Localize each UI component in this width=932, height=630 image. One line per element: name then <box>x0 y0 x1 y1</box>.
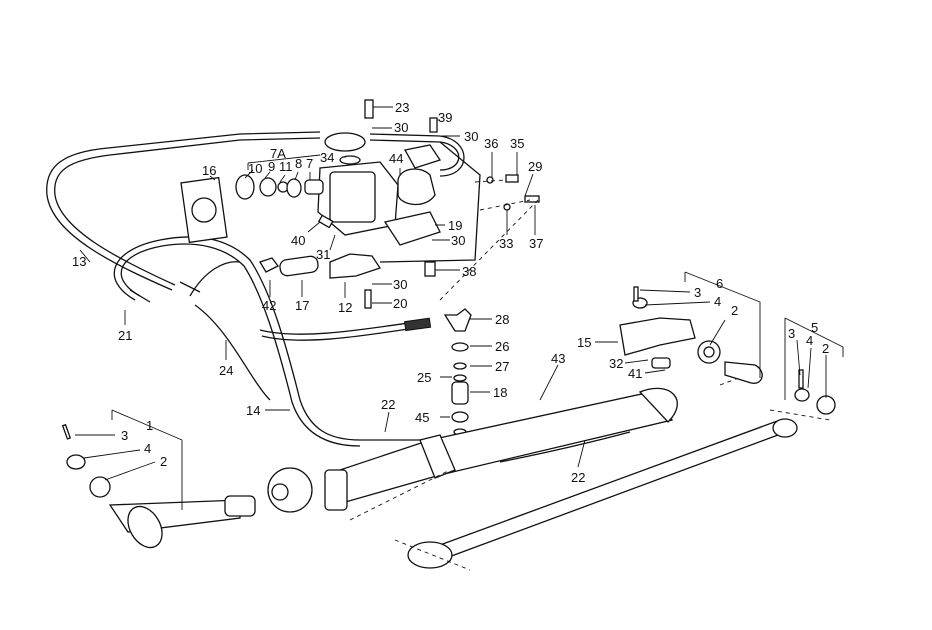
tie-rod <box>108 369 831 571</box>
callout-10: 10 <box>248 161 262 176</box>
callout-11: 11 <box>279 159 293 174</box>
cylinder-43 <box>267 387 678 521</box>
callout-45: 45 <box>415 410 429 425</box>
callout-35: 35 <box>510 136 524 151</box>
callout-2: 2 <box>822 341 829 356</box>
callout-40: 40 <box>291 233 305 248</box>
callout-34: 34 <box>320 150 334 165</box>
callout-24: 24 <box>219 363 233 378</box>
callout-44: 44 <box>389 151 403 166</box>
callout-21: 21 <box>118 328 132 343</box>
callout-25: 25 <box>417 370 431 385</box>
callout-41: 41 <box>628 366 642 381</box>
callout-4: 4 <box>806 333 813 348</box>
callout-6: 6 <box>716 276 723 291</box>
line-22 <box>499 431 631 463</box>
callout-labels: 23 30 39 30 7A 34 10 9 11 8 7 44 36 35 2… <box>72 100 829 485</box>
callout-8: 8 <box>295 156 302 171</box>
callout-7A: 7A <box>270 146 286 161</box>
callout-16: 16 <box>202 163 216 178</box>
callout-29: 29 <box>528 159 542 174</box>
callout-13: 13 <box>72 254 86 269</box>
callout-20: 20 <box>393 296 407 311</box>
callout-22: 22 <box>381 397 395 412</box>
callout-15: 15 <box>577 335 591 350</box>
callout-2: 2 <box>160 454 167 469</box>
callout-1: 1 <box>146 418 153 433</box>
hose-21 <box>113 236 430 441</box>
callout-4: 4 <box>144 441 151 456</box>
callout-36: 36 <box>484 136 498 151</box>
callout-3: 3 <box>788 326 795 341</box>
hose-24 <box>189 261 271 401</box>
callout-18: 18 <box>493 385 507 400</box>
pump-body <box>304 132 442 246</box>
callout-33: 33 <box>499 236 513 251</box>
callout-30: 30 <box>451 233 465 248</box>
callout-28: 28 <box>495 312 509 327</box>
callout-2: 2 <box>731 303 738 318</box>
callout-30: 30 <box>394 120 408 135</box>
callout-17: 17 <box>295 298 309 313</box>
callout-30: 30 <box>464 129 478 144</box>
callout-14: 14 <box>246 403 260 418</box>
callout-37: 37 <box>529 236 543 251</box>
pump-parts <box>180 99 541 436</box>
callout-22: 22 <box>571 470 585 485</box>
callout-9: 9 <box>268 159 275 174</box>
callout-12: 12 <box>338 300 352 315</box>
callout-31: 31 <box>316 247 330 262</box>
callout-43: 43 <box>551 351 565 366</box>
callout-7: 7 <box>306 156 313 171</box>
callout-23: 23 <box>395 100 409 115</box>
right-parts <box>61 286 836 498</box>
callout-32: 32 <box>609 356 623 371</box>
callout-3: 3 <box>121 428 128 443</box>
callout-42: 42 <box>262 298 276 313</box>
callout-4: 4 <box>714 294 721 309</box>
hose-14 <box>259 321 416 341</box>
callout-38: 38 <box>462 264 476 279</box>
callout-30: 30 <box>393 277 407 292</box>
leader-lines <box>75 106 827 481</box>
callout-39: 39 <box>438 110 452 125</box>
callout-19: 19 <box>448 218 462 233</box>
callout-27: 27 <box>495 359 509 374</box>
callout-5: 5 <box>811 320 818 335</box>
callout-3: 3 <box>694 285 701 300</box>
callout-26: 26 <box>495 339 509 354</box>
